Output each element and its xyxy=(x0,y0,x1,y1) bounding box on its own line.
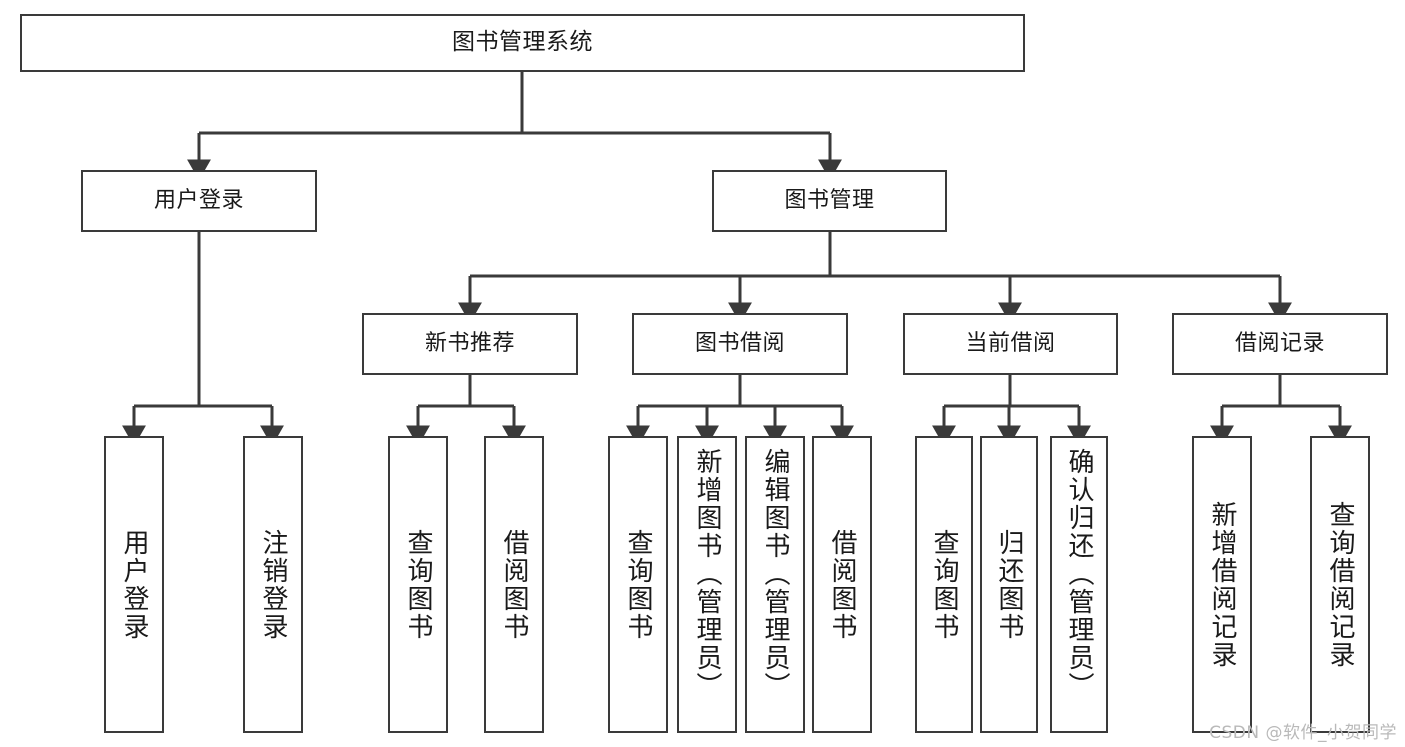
node-leaf-borrow-book-2[interactable]: 借阅图书 xyxy=(812,436,872,733)
node-leaf-add-borrow-record-label: 新增借阅记录 xyxy=(1207,500,1237,669)
node-user-login-label: 用户登录 xyxy=(153,188,244,214)
node-new-book-rec-label: 新书推荐 xyxy=(424,331,515,357)
node-book-borrow[interactable]: 图书借阅 xyxy=(632,313,848,375)
node-leaf-query-book-1[interactable]: 查询图书 xyxy=(388,436,448,733)
node-root-label: 图书管理系统 xyxy=(452,29,593,56)
node-leaf-query-book-1-label: 查询图书 xyxy=(403,528,433,641)
node-current-borrow-label: 当前借阅 xyxy=(965,331,1056,357)
node-leaf-edit-book-admin[interactable]: 编辑图书（管理员） xyxy=(745,436,805,733)
node-leaf-user-login-label: 用户登录 xyxy=(119,528,149,641)
node-leaf-logout-login-label: 注销登录 xyxy=(258,528,288,641)
node-book-manage[interactable]: 图书管理 xyxy=(712,170,947,232)
csdn-watermark: CSDN @软件_小贺同学 xyxy=(1209,723,1397,743)
node-borrow-record[interactable]: 借阅记录 xyxy=(1172,313,1388,375)
node-book-borrow-label: 图书借阅 xyxy=(694,331,785,357)
node-leaf-query-borrow-record[interactable]: 查询借阅记录 xyxy=(1310,436,1370,733)
node-leaf-add-borrow-record[interactable]: 新增借阅记录 xyxy=(1192,436,1252,733)
node-root[interactable]: 图书管理系统 xyxy=(20,14,1025,72)
node-book-manage-label: 图书管理 xyxy=(784,188,875,214)
node-leaf-edit-book-admin-label: 编辑图书（管理员） xyxy=(760,448,790,700)
node-leaf-add-book-admin-label: 新增图书（管理员） xyxy=(692,448,722,700)
node-leaf-return-book-label: 归还图书 xyxy=(994,528,1024,641)
node-leaf-query-borrow-record-label: 查询借阅记录 xyxy=(1325,500,1355,669)
node-leaf-logout-login[interactable]: 注销登录 xyxy=(243,436,303,733)
node-leaf-query-book-3-label: 查询图书 xyxy=(929,528,959,641)
node-leaf-confirm-return-admin-label: 确认归还（管理员） xyxy=(1064,448,1094,700)
node-leaf-borrow-book-2-label: 借阅图书 xyxy=(827,528,857,641)
node-leaf-borrow-book-1-label: 借阅图书 xyxy=(499,528,529,641)
node-leaf-query-book-3[interactable]: 查询图书 xyxy=(915,436,973,733)
node-current-borrow[interactable]: 当前借阅 xyxy=(903,313,1118,375)
node-leaf-query-book-2-label: 查询图书 xyxy=(623,528,653,641)
node-leaf-borrow-book-1[interactable]: 借阅图书 xyxy=(484,436,544,733)
node-user-login[interactable]: 用户登录 xyxy=(81,170,317,232)
node-leaf-query-book-2[interactable]: 查询图书 xyxy=(608,436,668,733)
node-leaf-add-book-admin[interactable]: 新增图书（管理员） xyxy=(677,436,737,733)
node-leaf-confirm-return-admin[interactable]: 确认归还（管理员） xyxy=(1050,436,1108,733)
node-leaf-return-book[interactable]: 归还图书 xyxy=(980,436,1038,733)
node-borrow-record-label: 借阅记录 xyxy=(1234,331,1325,357)
node-new-book-rec[interactable]: 新书推荐 xyxy=(362,313,578,375)
node-leaf-user-login[interactable]: 用户登录 xyxy=(104,436,164,733)
